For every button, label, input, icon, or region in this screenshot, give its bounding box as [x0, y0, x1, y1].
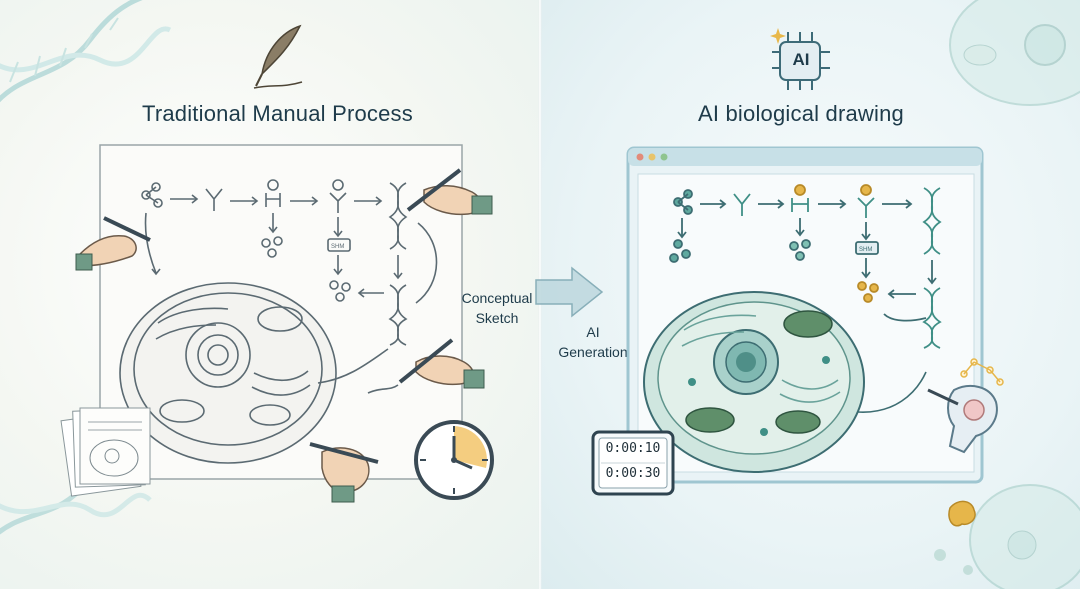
label-line: Generation — [558, 344, 628, 360]
label-line: AI — [586, 324, 600, 340]
label-line: Conceptual — [461, 290, 533, 306]
ai-generation-label: AI Generation — [548, 322, 638, 362]
hand-drawing-icon — [309, 442, 379, 503]
timer-line-1: 0:00:10 — [605, 441, 661, 456]
hand-drawing-icon — [406, 168, 493, 216]
timer-display — [591, 430, 675, 496]
dna-helix-icon — [0, 0, 172, 103]
hand-drawing-icon — [75, 216, 151, 271]
robot-hand-icon — [927, 358, 1004, 454]
quill-icon — [253, 24, 303, 89]
cell-decoration-icon — [934, 484, 1080, 589]
protein-icon — [948, 500, 976, 527]
mini-label: SHM — [859, 247, 872, 253]
transition-arrow-icon — [535, 266, 604, 318]
cell-decoration-icon — [949, 0, 1080, 106]
ai-chip-icon — [770, 28, 830, 90]
sketch-papers-icon — [60, 407, 151, 497]
timer-line-2: 0:00:30 — [605, 466, 661, 481]
hand-drawing-icon — [398, 338, 485, 389]
conceptual-sketch-label: Conceptual Sketch — [452, 288, 542, 328]
label-line: Sketch — [475, 310, 519, 326]
sketch-paper: SHM — [99, 144, 463, 480]
left-panel-title: Traditional Manual Process — [142, 101, 413, 126]
ai-badge-label: AI — [792, 50, 810, 69]
mini-label: SHM — [331, 244, 344, 250]
browser-window-icon: SHM — [626, 146, 984, 484]
right-panel-title: AI biological drawing — [698, 101, 904, 126]
clock-icon — [414, 420, 494, 500]
